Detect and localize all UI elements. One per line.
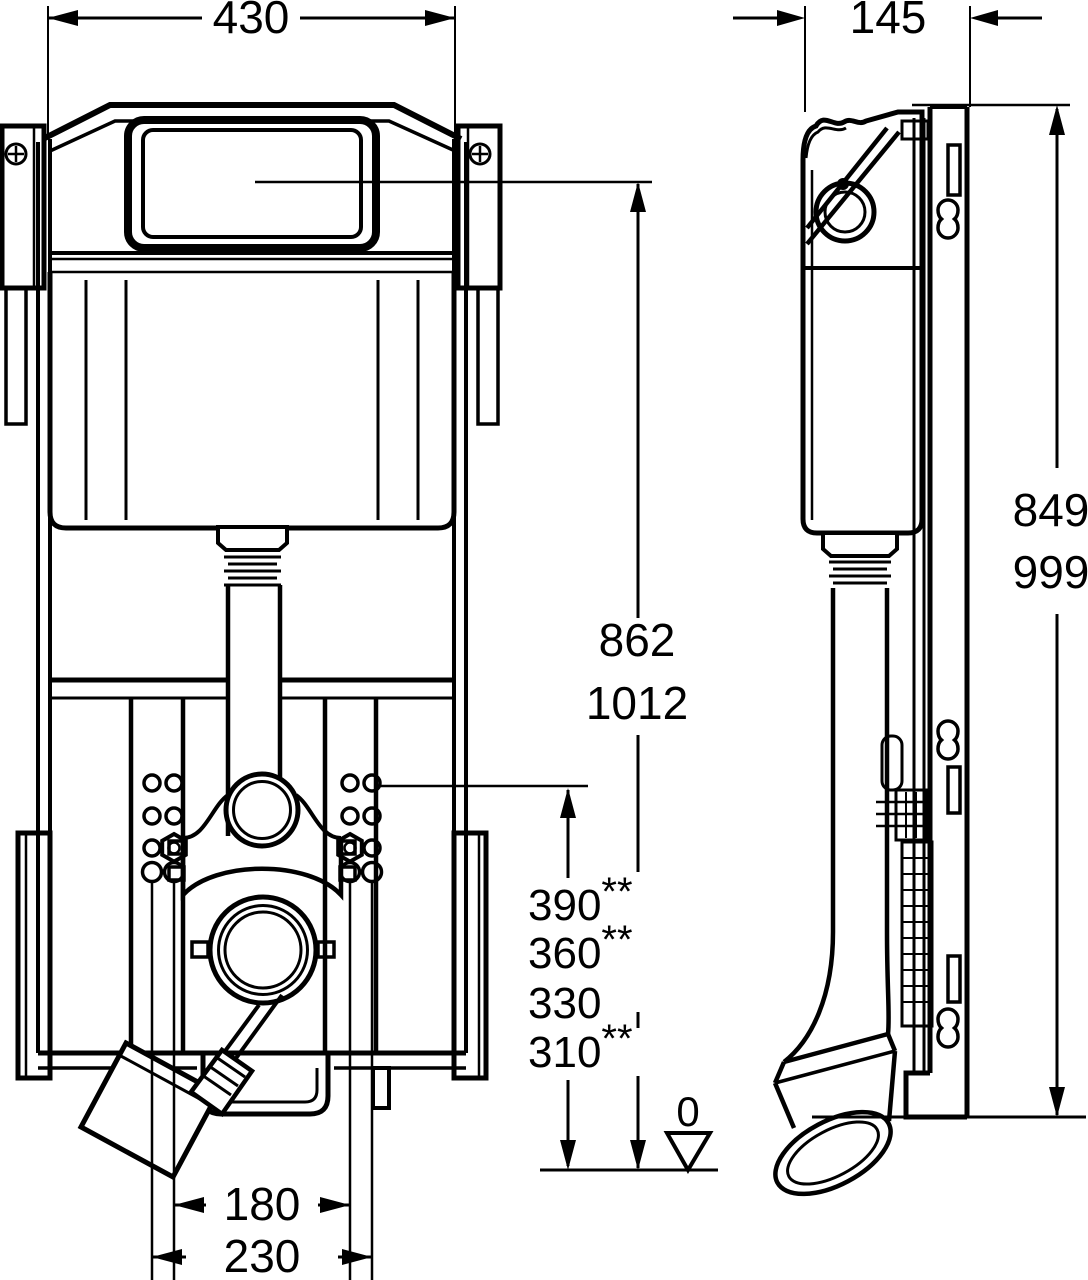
arrow-right-icon <box>342 1249 372 1265</box>
outlet-height-option: 330 <box>528 979 601 1028</box>
outlet-height-option: 310** <box>528 1017 633 1077</box>
dim-actuation-height: 862 1012 <box>255 180 688 1170</box>
rail-keyhole <box>936 719 960 761</box>
arrow-left-icon <box>970 10 998 26</box>
dim-actuation-height-label-1: 862 <box>599 614 676 666</box>
rail-slot <box>946 143 962 197</box>
wall-bracket-top-left <box>0 123 47 426</box>
dim-fixing-spacing-outer: 230 <box>152 1230 372 1280</box>
rail-keyhole <box>936 1007 960 1049</box>
dim-fixing-spacing-inner: 180 <box>174 1178 350 1230</box>
outlet-height-value: 310 <box>528 1028 601 1077</box>
outlet-elbow-side <box>772 931 898 1197</box>
cistern-side <box>800 109 930 536</box>
side-view <box>772 105 1086 1197</box>
inlet-pass-through <box>876 788 928 842</box>
dim-outlet-heights: 390** 360** 330 310** <box>378 784 633 1170</box>
arrow-left-icon <box>152 1249 182 1265</box>
arrow-right-icon <box>320 1197 350 1213</box>
front-view <box>0 102 718 1280</box>
arrow-down-icon <box>630 1140 646 1170</box>
threaded-rods <box>150 881 374 1280</box>
arrow-left-icon <box>48 10 78 26</box>
dim-frame-top-height: 849 999 <box>912 103 1088 1117</box>
floor-level-label: 0 <box>676 1088 699 1135</box>
threaded-connector-side <box>900 840 934 1028</box>
outlet-socket-opening <box>773 1109 893 1197</box>
dim-frame-width: 430 <box>47 0 456 140</box>
arrow-down-icon <box>1049 1087 1065 1117</box>
rail-slot <box>946 765 962 815</box>
outlet-height-value: 360 <box>528 929 601 978</box>
pipe-clamp <box>187 1046 256 1118</box>
flush-pipe-fitting <box>216 525 289 587</box>
arrow-up-icon <box>1049 105 1065 135</box>
rail-keyhole <box>936 198 960 240</box>
mounting-bracket <box>167 793 357 901</box>
arrow-up-icon <box>560 788 576 818</box>
outlet-height-value: 390 <box>528 881 601 930</box>
dim-frame-depth-label: 145 <box>850 0 927 43</box>
dim-frame-width-label: 430 <box>213 0 290 43</box>
arrow-left-icon <box>174 1197 204 1213</box>
datum-triangle-icon <box>663 1131 714 1174</box>
outlet-height-mark: ** <box>601 918 632 962</box>
screw-icon <box>468 142 492 166</box>
valve-dot <box>837 178 849 190</box>
flush-pipe-side <box>821 531 899 932</box>
dim-frame-depth: 145 <box>733 0 1042 112</box>
dim-fixing-outer-label: 230 <box>224 1230 301 1280</box>
frame-studs <box>128 698 379 1053</box>
access-panel <box>124 116 380 252</box>
crossbar <box>50 677 454 700</box>
outlet-height-option: 360** <box>528 918 633 978</box>
outlet-height-mark: ** <box>601 870 632 914</box>
supply-connection <box>223 771 301 849</box>
dim-frame-top-label-2: 999 <box>1013 546 1088 598</box>
arrow-up-icon <box>630 182 646 212</box>
arrow-right-icon <box>425 10 455 26</box>
arrow-right-icon <box>777 10 805 26</box>
pipe-holder <box>880 734 904 792</box>
outlet-height-mark: ** <box>601 1017 632 1061</box>
brace <box>805 130 901 246</box>
dim-frame-top-label-1: 849 <box>1013 484 1088 536</box>
frame-depth-lines <box>912 118 926 1073</box>
dimension-annotations: 430 145 862 1012 390** 3 <box>47 0 1088 1280</box>
outlet-height-option: 390** <box>528 870 633 930</box>
screw-icon <box>4 142 28 166</box>
dim-actuation-height-label-2: 1012 <box>586 677 688 729</box>
dim-fixing-inner-label: 180 <box>224 1178 301 1230</box>
outlet-flange <box>190 894 336 1006</box>
arrow-down-icon <box>560 1140 576 1170</box>
outlet-height-value: 330 <box>528 979 601 1028</box>
rail-slot <box>946 954 962 1004</box>
